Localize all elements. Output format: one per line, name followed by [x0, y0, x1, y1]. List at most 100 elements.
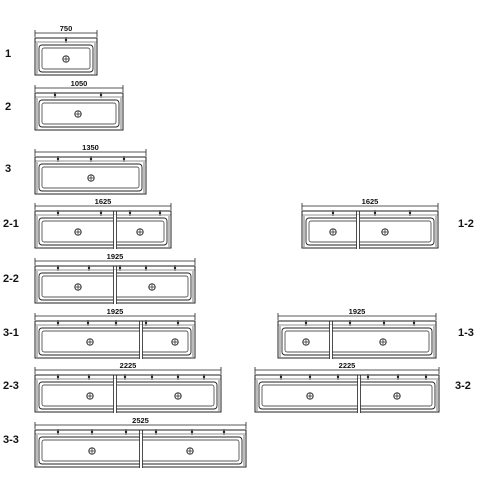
- tap-hole-marker: [150, 374, 154, 380]
- cabinet-outline: [277, 320, 437, 359]
- drain-icon: [62, 55, 70, 63]
- width-label: 1625: [362, 197, 379, 206]
- width-label: 750: [60, 24, 73, 33]
- tap-hole-marker: [89, 156, 93, 162]
- basin: [38, 381, 218, 410]
- tap-hole-marker: [424, 374, 428, 380]
- vanity-unit-3-2: 2225 3-2: [254, 361, 471, 413]
- tap-hole-marker: [56, 429, 60, 435]
- tap-hole-marker: [382, 320, 386, 326]
- basin: [38, 99, 120, 128]
- drain-icon: [148, 283, 156, 291]
- configuration-code: 1-3: [458, 327, 474, 339]
- tap-hole-marker: [144, 265, 148, 271]
- drain-icon: [302, 338, 310, 346]
- tap-hole-marker: [158, 210, 162, 216]
- drain-icon: [86, 392, 94, 400]
- tap-hole-marker: [366, 374, 370, 380]
- drain-icon: [171, 338, 179, 346]
- tap-hole-marker: [279, 374, 283, 380]
- drain-icon: [86, 338, 94, 346]
- drain-icon: [306, 392, 314, 400]
- tap-hole-marker: [396, 374, 400, 380]
- width-label: 1925: [349, 307, 366, 316]
- basin: [305, 217, 435, 246]
- cabinet-outline: [34, 320, 196, 359]
- tap-hole-marker: [99, 92, 103, 98]
- drain-icon: [393, 392, 401, 400]
- tap-hole-marker: [173, 265, 177, 271]
- basin: [38, 217, 168, 246]
- tap-hole-marker: [124, 429, 128, 435]
- tap-hole-marker: [412, 320, 416, 326]
- cabinet-outline: [301, 210, 439, 249]
- tap-hole-marker: [304, 320, 308, 326]
- vanity-unit-1: 750 1: [5, 24, 98, 76]
- configuration-code: 1: [5, 48, 11, 60]
- vanity-unit-2: 1050 2: [5, 79, 124, 131]
- tap-hole-marker: [56, 320, 60, 326]
- configuration-code: 3: [5, 163, 11, 175]
- vanity-unit-2-2: 1925 2-2: [3, 252, 196, 304]
- cabinet-outline: [34, 92, 124, 131]
- tap-hole-marker: [64, 37, 68, 43]
- basin: [281, 327, 433, 356]
- tap-hole-marker: [176, 374, 180, 380]
- basin: [258, 381, 436, 410]
- width-label: 1050: [71, 79, 88, 88]
- cabinet-outline: [34, 374, 222, 413]
- tap-hole-marker: [348, 320, 352, 326]
- basin: [38, 163, 143, 192]
- tap-hole-marker: [56, 265, 60, 271]
- tap-hole-marker: [56, 210, 60, 216]
- drain-icon: [74, 228, 82, 236]
- drain-icon: [136, 228, 144, 236]
- tap-hole-marker: [336, 374, 340, 380]
- configuration-code: 3-2: [455, 380, 471, 392]
- tap-hole-marker: [114, 320, 118, 326]
- tap-hole-marker: [154, 429, 158, 435]
- tap-hole-marker: [118, 265, 122, 271]
- width-label: 1625: [95, 197, 112, 206]
- drain-icon: [329, 228, 337, 236]
- tap-hole-marker: [202, 374, 206, 380]
- drain-icon: [74, 110, 82, 118]
- configuration-code: 2-3: [3, 380, 19, 392]
- tap-hole-marker: [87, 265, 91, 271]
- vanity-unit-1-3: 1925 1-3: [277, 307, 474, 359]
- width-label: 1925: [107, 252, 124, 261]
- tap-hole-marker: [190, 429, 194, 435]
- tap-hole-marker: [56, 374, 60, 380]
- tap-hole-marker: [222, 429, 226, 435]
- tap-hole-marker: [90, 429, 94, 435]
- tap-hole-marker: [331, 210, 335, 216]
- cabinet-outline: [254, 374, 440, 413]
- drain-icon: [174, 392, 182, 400]
- basin: [38, 44, 94, 73]
- vanity-unit-3: 1350 3: [5, 143, 147, 195]
- drain-icon: [74, 283, 82, 291]
- configuration-code: 3-1: [3, 327, 19, 339]
- tap-hole-marker: [56, 156, 60, 162]
- width-label: 2525: [132, 416, 149, 425]
- width-label: 1350: [82, 143, 99, 152]
- tap-hole-marker: [122, 156, 126, 162]
- tap-hole-marker: [128, 210, 132, 216]
- width-label: 2225: [339, 361, 356, 370]
- configuration-code: 2-2: [3, 273, 19, 285]
- tap-hole-marker: [86, 320, 90, 326]
- tap-hole-marker: [144, 320, 148, 326]
- tap-hole-marker: [373, 210, 377, 216]
- drain-icon: [87, 174, 95, 182]
- tap-hole-marker: [53, 92, 57, 98]
- drain-icon: [381, 228, 389, 236]
- tap-hole-marker: [123, 374, 127, 380]
- basin: [38, 327, 192, 356]
- tap-hole-marker: [87, 374, 91, 380]
- tap-hole-marker: [408, 210, 412, 216]
- configuration-code: 2: [5, 101, 11, 113]
